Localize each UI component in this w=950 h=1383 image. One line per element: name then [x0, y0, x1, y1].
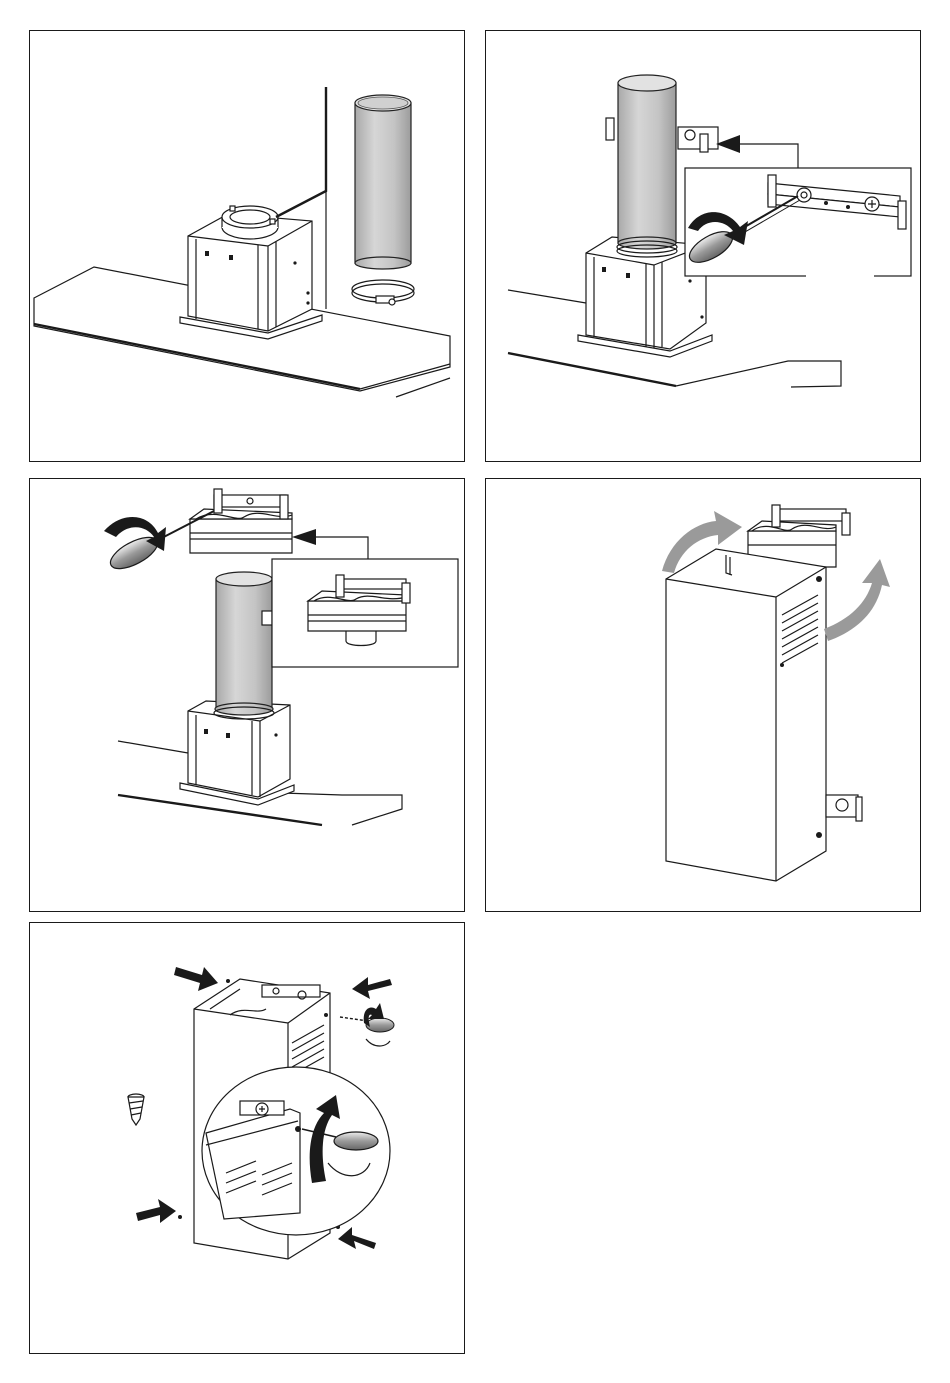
top-bracket-icon [190, 489, 292, 553]
arrow-icon-top-left [174, 967, 218, 991]
wall-bracket-detail [685, 168, 911, 276]
step-1-caption-strip [29, 461, 465, 477]
callout-arrow [716, 135, 798, 168]
exhaust-duct-icon [355, 95, 411, 269]
exhaust-duct-icon [214, 572, 274, 719]
step-4-illustration [486, 479, 921, 912]
arrow-icon-top-right [352, 977, 392, 999]
step-2-panel [485, 30, 921, 477]
magnified-detail [202, 1067, 390, 1235]
step-2-caption-strip [485, 461, 921, 477]
step-4-panel [485, 478, 921, 912]
callout-line [276, 87, 326, 217]
chimney-cover-icon [666, 549, 826, 881]
screwdriver-icon [340, 1003, 394, 1046]
screw-icon [128, 1094, 144, 1125]
wall-bracket-icon [826, 795, 862, 821]
step-1-illustration [30, 31, 465, 477]
step-2-illustration [486, 31, 921, 477]
top-bracket-detail [272, 559, 458, 667]
step-3-illustration [30, 479, 465, 912]
hose-clamp-icon [352, 280, 414, 305]
step-1-panel [29, 30, 465, 477]
arrow-icon-bottom-left [136, 1199, 176, 1223]
callout-arrow [292, 529, 368, 559]
step-5-illustration [30, 923, 465, 1354]
step-5-panel [29, 922, 465, 1354]
arrow-icon-bottom-right [338, 1227, 376, 1249]
step-3-panel [29, 478, 465, 912]
motor-housing [180, 701, 294, 805]
